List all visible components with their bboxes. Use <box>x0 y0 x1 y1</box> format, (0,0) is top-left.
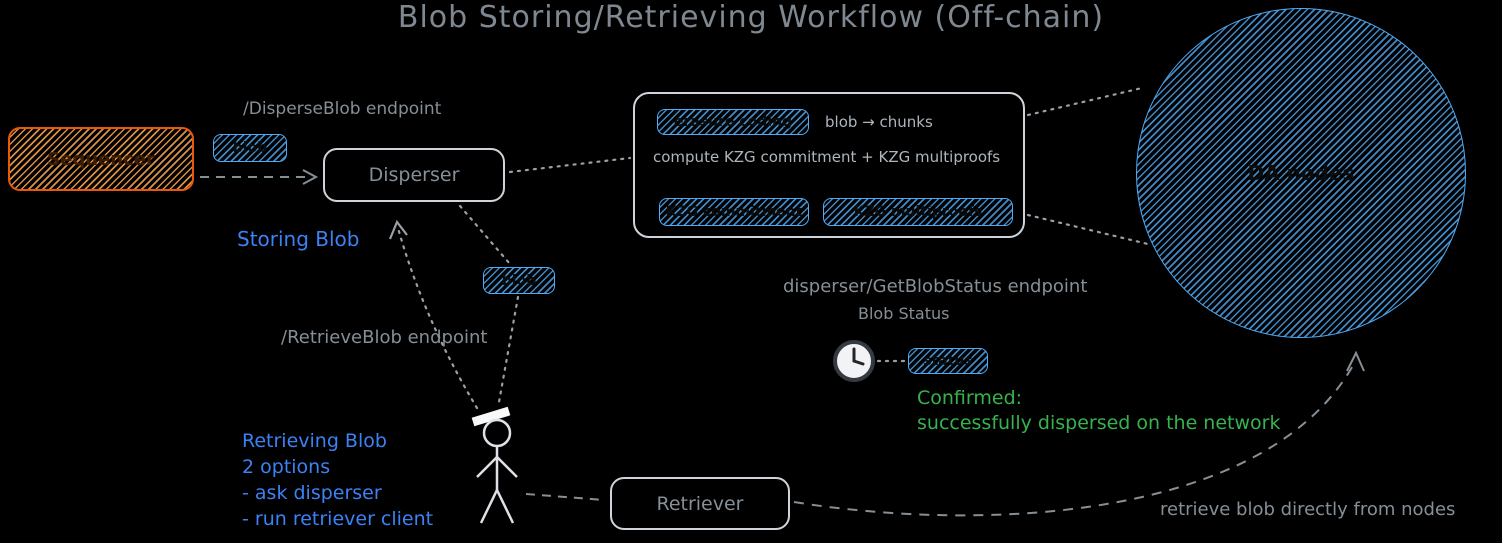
getblobstatus-endpoint-label: disperser/GetBlobStatus endpoint <box>783 276 1088 297</box>
retriever-node: Retriever <box>610 477 790 530</box>
processing-row1-text: blob → chunks <box>825 113 933 131</box>
erasure-coding-label: erasure coding <box>673 114 793 130</box>
retrieve-from-nodes-label: retrieve blob directly from nodes <box>1160 499 1456 520</box>
storing-blob-label: Storing Blob <box>237 227 360 251</box>
disperser-label: Disperser <box>368 164 460 186</box>
da-nodes-label: DA nodes <box>1247 161 1355 185</box>
stick-figure-icon <box>471 406 518 524</box>
processing-box: erasure coding blob → chunks compute KZG… <box>633 92 1025 238</box>
status-chip-label: status <box>923 353 973 369</box>
retrieving-line1: Retrieving Blob <box>242 430 387 452</box>
arrowhead-sequencer-to-disperser <box>302 169 319 185</box>
confirmed-label: Confirmed: <box>917 387 1023 409</box>
kzg-multiproofs-label: KZG multiproofs <box>853 204 983 220</box>
sequencer-label: Sequencer <box>47 148 155 170</box>
processing-row2-text: compute KZG commitment + KZG multiproofs <box>653 148 1001 166</box>
arrow-retriever-to-nodes <box>793 359 1357 517</box>
status-chip: status <box>908 348 988 374</box>
retrieving-line3: - ask disperser <box>242 482 382 504</box>
arrowhead-person-to-disperser <box>388 219 408 240</box>
arrowhead-retriever-to-nodes <box>1346 350 1365 372</box>
confirmed-detail-label: successfully dispersed on the network <box>917 412 1281 434</box>
blob-status-label: Blob Status <box>858 304 950 323</box>
blob-chip-out: blob <box>483 267 555 294</box>
retrieve-endpoint-label: /RetrieveBlob endpoint <box>281 327 488 348</box>
line-processing-to-nodes-bottom <box>1026 213 1154 247</box>
blob-chip-in: blob <box>213 134 287 162</box>
disperser-node: Disperser <box>323 148 505 202</box>
disperse-endpoint-label: /DisperseBlob endpoint <box>243 99 442 119</box>
retrieving-line2: 2 options <box>242 456 331 478</box>
diagram-title: Blob Storing/Retrieving Workflow (Off-ch… <box>397 0 1105 35</box>
line-disperser-to-processing <box>508 156 632 174</box>
kzg-commitment-label: KZG commitment <box>665 204 803 220</box>
line-processing-to-nodes-top <box>1026 86 1144 117</box>
kzg-commitment-chip: KZG commitment <box>659 198 809 226</box>
retriever-label: Retriever <box>656 492 744 515</box>
blob-chip-out-label: blob <box>501 272 537 289</box>
clock-icon <box>833 340 875 382</box>
retrieving-line4: - run retriever client <box>242 508 434 530</box>
line-disperser-to-blob <box>458 204 512 266</box>
kzg-multiproofs-chip: KZG multiproofs <box>823 198 1013 226</box>
da-nodes-circle: DA nodes <box>1136 8 1466 338</box>
sequencer-node: Sequencer <box>8 127 194 191</box>
arrow-person-to-disperser <box>396 226 479 410</box>
retrieving-options-block: Retrieving Blob 2 options - ask disperse… <box>242 428 433 532</box>
blob-chip-in-label: blob <box>232 140 268 156</box>
line-blob-to-person <box>497 295 520 404</box>
erasure-coding-chip: erasure coding <box>657 109 809 135</box>
